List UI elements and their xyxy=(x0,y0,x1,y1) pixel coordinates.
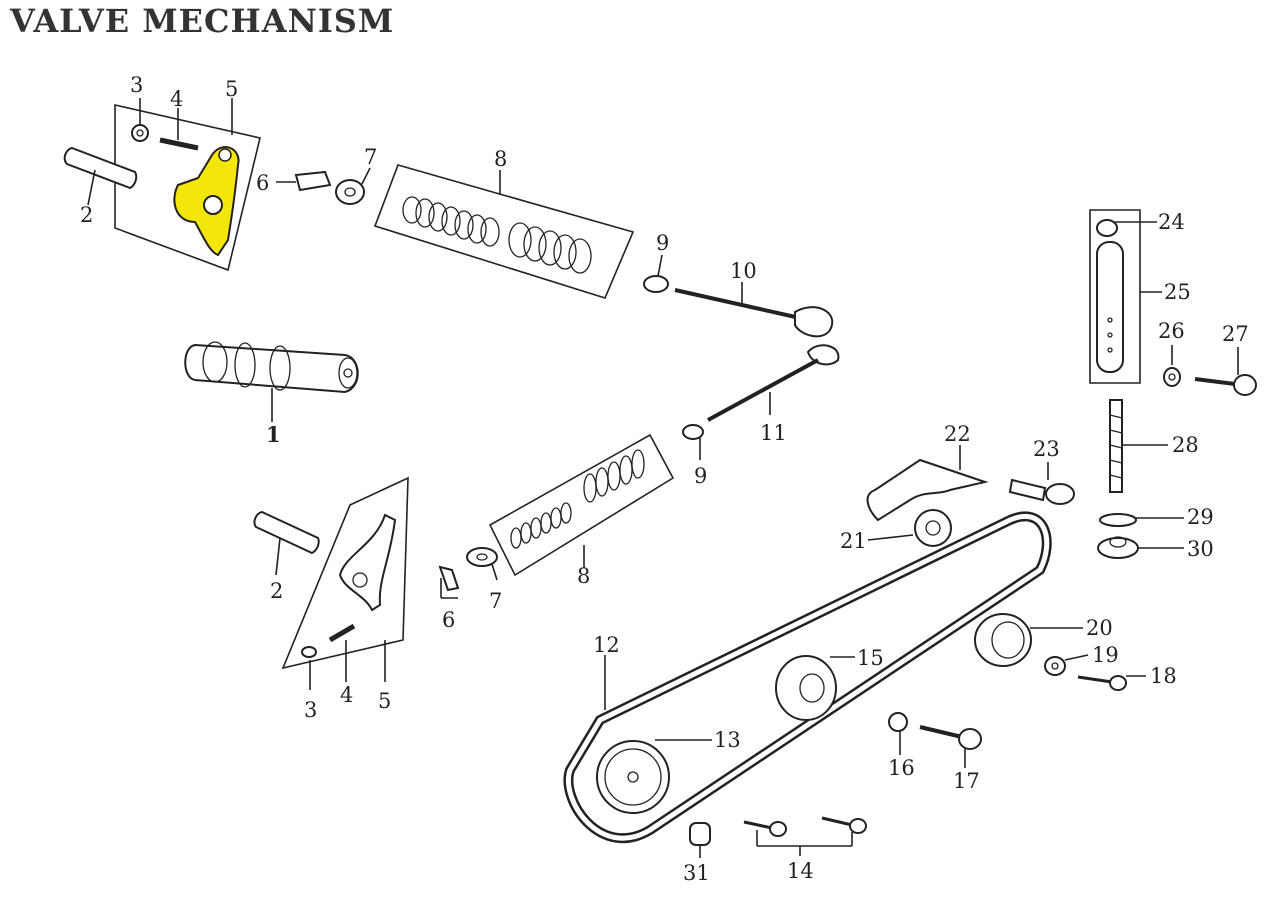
part-14-bolt-left[interactable] xyxy=(743,820,773,830)
part-5-rocker-arm-lower[interactable] xyxy=(338,513,397,612)
part-27-bolt[interactable] xyxy=(1194,377,1236,386)
rocker-arm-group-lower xyxy=(253,476,409,690)
label-20: 20 xyxy=(1086,616,1113,640)
label-11: 11 xyxy=(760,421,787,445)
label-30: 30 xyxy=(1187,537,1214,561)
part-10-valve-stem[interactable] xyxy=(674,288,801,320)
label-7-upper: 7 xyxy=(364,145,377,169)
part-19-washer[interactable] xyxy=(1044,656,1066,676)
small-fasteners xyxy=(888,654,1146,768)
part-31-dowel-pin[interactable] xyxy=(689,822,711,846)
label-29: 29 xyxy=(1187,505,1214,529)
part-9-valve-seal-upper[interactable] xyxy=(643,275,669,293)
part-4-stud-upper[interactable] xyxy=(159,137,199,151)
part-7-retainer-lower[interactable] xyxy=(466,547,498,567)
part-3-nut-upper[interactable] xyxy=(131,124,149,142)
part-2-rocker-shaft-lower[interactable] xyxy=(253,510,320,555)
label-16: 16 xyxy=(888,756,915,780)
spring-box-upper xyxy=(373,164,635,299)
part-29-washer[interactable] xyxy=(1099,513,1137,527)
part-18-bolt[interactable] xyxy=(1077,675,1113,684)
label-24: 24 xyxy=(1158,210,1185,234)
label-17: 17 xyxy=(953,769,980,793)
part-7-retainer-upper[interactable] xyxy=(335,179,365,205)
label-14: 14 xyxy=(787,859,814,883)
label-1: 1 xyxy=(266,422,281,447)
label-4-upper: 4 xyxy=(170,87,183,111)
bolt-23 xyxy=(1008,462,1075,505)
part-25-tensioner-body[interactable] xyxy=(1096,241,1124,373)
part-30-nut[interactable] xyxy=(1097,537,1139,559)
part-11-valve-stem[interactable] xyxy=(707,358,819,422)
page-title: VALVE MECHANISM xyxy=(10,2,395,40)
label-15: 15 xyxy=(857,646,884,670)
valve-spring-group-upper xyxy=(373,164,635,299)
valve-cotter-retainer-lower xyxy=(438,547,498,599)
label-18: 18 xyxy=(1150,664,1177,688)
valve-spring-group-lower xyxy=(488,433,675,577)
part-6-cotter-upper[interactable] xyxy=(294,170,332,192)
label-26: 26 xyxy=(1158,319,1185,343)
part-17-bolt[interactable] xyxy=(919,725,963,739)
camshaft xyxy=(184,341,359,422)
spring-box-lower xyxy=(488,433,675,577)
label-5-lower: 5 xyxy=(378,689,391,713)
part-22-tensioner-arm[interactable] xyxy=(866,458,989,522)
label-6-upper: 6 xyxy=(256,171,269,195)
tensioner-group xyxy=(1089,209,1162,384)
part-3-nut-lower[interactable] xyxy=(301,646,317,658)
part-21-sprocket[interactable] xyxy=(914,509,952,547)
label-2-lower: 2 xyxy=(270,579,283,603)
timing-chain-assembly xyxy=(563,511,1083,843)
part-10-valve-head[interactable] xyxy=(794,306,834,338)
label-3-upper: 3 xyxy=(130,73,143,97)
part-26-washer[interactable] xyxy=(1163,367,1181,387)
label-21: 21 xyxy=(840,529,867,553)
label-9-upper: 9 xyxy=(656,231,669,255)
part-number-labels: 3 4 5 2 6 7 8 9 10 1 11 9 2 8 7 6 4 5 3 … xyxy=(80,73,1249,885)
part-20-tensioner-roller[interactable] xyxy=(974,613,1032,667)
part-16-washer[interactable] xyxy=(888,712,908,732)
label-9-lower: 9 xyxy=(694,464,707,488)
part-9-valve-seal-lower[interactable] xyxy=(682,424,704,440)
label-4-lower: 4 xyxy=(340,683,353,707)
label-2-upper: 2 xyxy=(80,203,93,227)
valve-assembly xyxy=(643,254,840,460)
part-4-stud-lower[interactable] xyxy=(328,623,356,643)
part-15-chain-guide-roller[interactable] xyxy=(775,655,837,721)
label-8-upper: 8 xyxy=(494,147,507,171)
tensioner-arm-assembly xyxy=(866,445,989,547)
part-6-cotter-lower[interactable] xyxy=(438,565,460,592)
part-14-bolt-right[interactable] xyxy=(821,816,853,827)
label-19: 19 xyxy=(1092,643,1119,667)
label-5-upper: 5 xyxy=(225,77,238,101)
washer-bolt-26-27 xyxy=(1163,345,1257,396)
label-6-lower: 6 xyxy=(442,608,455,632)
label-28: 28 xyxy=(1172,433,1199,457)
label-7-lower: 7 xyxy=(489,589,502,613)
label-3-lower: 3 xyxy=(304,698,317,722)
part-24-cap[interactable] xyxy=(1096,219,1118,237)
rocker-arm-group-upper xyxy=(63,98,261,272)
washer-nut-29-30 xyxy=(1097,513,1184,559)
label-23: 23 xyxy=(1033,437,1060,461)
part-13-cam-sprocket[interactable] xyxy=(596,740,670,814)
part-2-rocker-shaft-upper[interactable] xyxy=(63,146,138,190)
label-8-lower: 8 xyxy=(577,564,590,588)
valve-cotter-retainer-upper xyxy=(276,167,371,205)
label-22: 22 xyxy=(944,422,971,446)
part-1-camshaft[interactable] xyxy=(184,343,359,394)
label-13: 13 xyxy=(714,728,741,752)
label-12: 12 xyxy=(593,633,620,657)
label-25: 25 xyxy=(1164,280,1191,304)
spring-28 xyxy=(1109,399,1168,493)
bolts-14-pin-31 xyxy=(689,816,867,858)
label-10: 10 xyxy=(730,259,757,283)
label-31: 31 xyxy=(683,861,710,885)
part-23-bolt[interactable] xyxy=(1008,478,1047,502)
label-27: 27 xyxy=(1222,322,1249,346)
